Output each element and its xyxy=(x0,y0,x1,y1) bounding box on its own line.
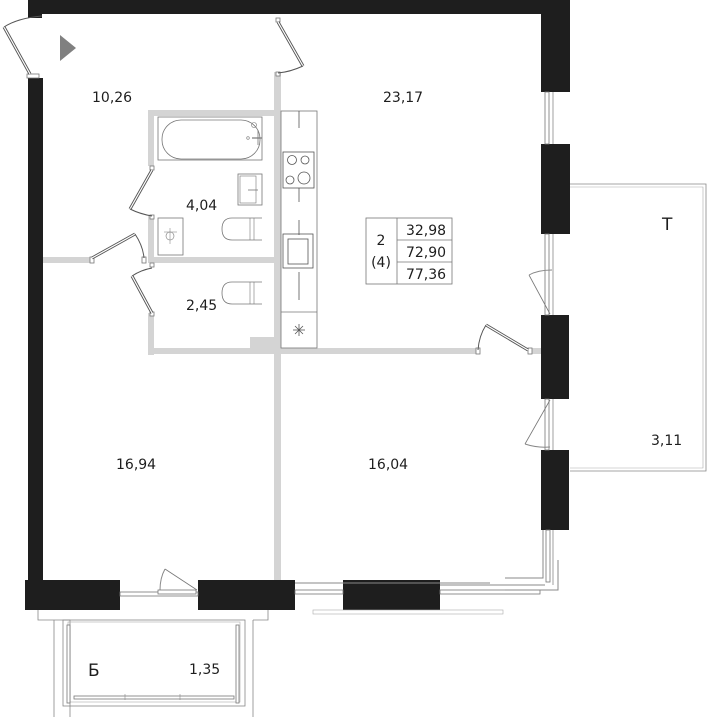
rooms-count: 2 xyxy=(377,233,386,249)
room-area-kitchen-living: 23,17 xyxy=(383,90,423,106)
terrace-letter: Т xyxy=(661,215,673,235)
ventilation-icon xyxy=(293,324,305,336)
washing-machine xyxy=(157,217,184,256)
terrace xyxy=(570,183,707,472)
outer-walls xyxy=(25,0,570,610)
room-area-hall: 10,26 xyxy=(92,90,132,106)
bathroom-door[interactable] xyxy=(128,165,155,220)
toilet-bath xyxy=(221,217,262,241)
toilet-wc xyxy=(221,281,262,305)
bedroom-right-door[interactable] xyxy=(475,323,533,355)
right-windows xyxy=(505,91,554,585)
terrace-door-lower[interactable] xyxy=(524,399,551,448)
room-labels: 10,26 23,17 4,04 2,45 16,94 16,04 Т 3,11… xyxy=(88,90,682,681)
sink-icon xyxy=(282,233,314,269)
kitchen-door[interactable] xyxy=(275,17,305,77)
total-area: 72,90 xyxy=(406,245,446,261)
bathtub xyxy=(157,116,263,161)
doors xyxy=(2,15,553,595)
bottom-windows xyxy=(119,560,559,615)
entrance-door[interactable] xyxy=(2,15,43,79)
kitchen-counter xyxy=(280,110,318,349)
bedroom-left-door[interactable] xyxy=(89,232,147,264)
room-area-terrace: 3,11 xyxy=(651,433,682,449)
washbasin xyxy=(237,173,263,206)
room-area-bathroom: 4,04 xyxy=(186,198,217,214)
stove-icon xyxy=(282,151,315,189)
balcony-door[interactable] xyxy=(157,568,198,595)
summary-table: 2 (4) 32,98 72,90 77,36 xyxy=(365,217,453,285)
living-area: 32,98 xyxy=(406,223,446,239)
total-area-outdoor: 77,36 xyxy=(406,267,446,283)
room-area-balcony: 1,35 xyxy=(189,662,220,678)
rooms-alt-count: (4) xyxy=(371,255,391,271)
room-area-toilet: 2,45 xyxy=(186,298,217,314)
balcony xyxy=(37,610,269,717)
balcony-letter: Б xyxy=(88,661,100,681)
toilet-door[interactable] xyxy=(130,262,155,317)
terrace-door-upper[interactable] xyxy=(528,269,553,315)
room-area-bedroom-right: 16,04 xyxy=(368,457,408,473)
partitions xyxy=(43,72,541,580)
entrance-arrow-icon xyxy=(60,35,76,61)
room-area-bedroom-left: 16,94 xyxy=(116,457,156,473)
